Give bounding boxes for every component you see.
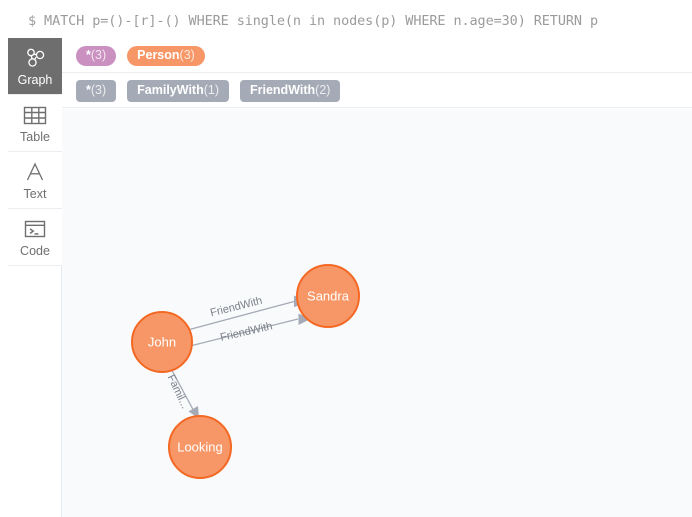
sidebar-item-table[interactable]: Table [8,95,62,152]
legend-rel-familywith[interactable]: FamilyWith(1) [127,80,229,102]
relationship-familywith[interactable]: Famil... [165,370,199,419]
graph-icon [23,45,47,71]
result-frame-body: Graph Table [8,38,692,517]
legend-node-all[interactable]: *(3) [76,45,117,66]
legend-node-labels: *(3) Person(3) [62,38,692,73]
legend-rel-all[interactable]: *(3) [76,80,117,102]
legend-rel-all-name: * [86,83,91,97]
sidebar-item-label-code: Code [20,244,50,258]
sidebar-item-code[interactable]: Code [8,209,62,266]
rel-line-friendwith-2 [191,318,299,347]
legend-node-all-count: (3) [90,47,107,62]
legend-rel-friendwith-name: FriendWith [250,83,316,97]
rel-arrowhead-friendwith-2 [298,313,311,325]
sidebar-item-label-text: Text [23,187,47,201]
rel-line-friendwith-1 [189,300,295,331]
node-circle-sandra[interactable] [296,264,360,328]
relationship-friendwith-1[interactable]: FriendWith [189,295,308,331]
legend-rel-all-count: (3) [90,83,107,97]
table-icon [23,102,47,128]
legend: *(3) Person(3) *(3) FamilyWith(1) Friend… [62,38,692,108]
legend-node-person-count: (3) [179,47,195,62]
rel-caption-familywith: Famil... [165,373,191,411]
relationship-friendwith-2[interactable]: FriendWith [191,313,311,347]
legend-node-person-name: Person [137,47,180,62]
view-mode-sidebar: Graph Table [8,38,62,517]
graph-canvas[interactable]: FriendWith FriendWith Famil... [62,109,692,517]
legend-rel-friendwith-count: (2) [315,83,331,97]
legend-node-person[interactable]: Person(3) [127,45,205,66]
rel-line-familywith [171,370,194,410]
sidebar-item-label-table: Table [20,130,50,144]
legend-node-all-name: * [86,47,91,62]
graph-node-sandra[interactable]: Sandra [296,264,360,328]
sidebar-item-graph[interactable]: Graph [8,38,62,95]
graph-node-john[interactable]: John [131,311,193,373]
node-circle-john[interactable] [131,311,193,373]
legend-rel-familywith-count: (1) [203,83,219,97]
legend-rel-familywith-name: FamilyWith [137,83,204,97]
legend-rel-friendwith[interactable]: FriendWith(2) [240,80,341,102]
query-bar[interactable]: $ MATCH p=()-[r]-() WHERE single(n in no… [8,4,692,38]
node-circle-looking[interactable] [168,415,232,479]
legend-relationship-types: *(3) FamilyWith(1) FriendWith(2) [62,73,692,108]
text-icon [24,159,46,185]
graph-node-looking[interactable]: Looking [168,415,232,479]
rel-caption-friendwith-1: FriendWith [209,295,264,320]
query-text: $ MATCH p=()-[r]-() WHERE single(n in no… [28,13,598,29]
code-icon [23,216,47,242]
sidebar-item-label-graph: Graph [17,73,53,87]
sidebar-item-text[interactable]: Text [8,152,62,209]
